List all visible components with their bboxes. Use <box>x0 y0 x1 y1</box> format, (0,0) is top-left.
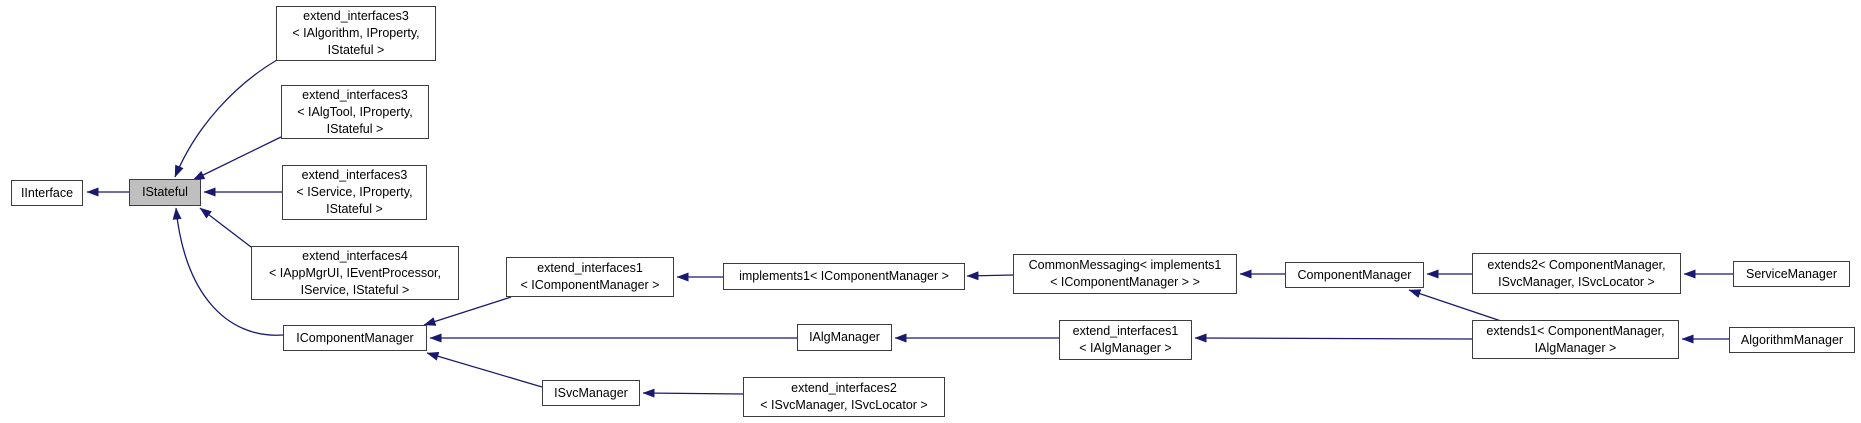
node-servicemanager[interactable]: ServiceManager <box>1733 261 1850 287</box>
node-label-line: < IService, IProperty, <box>296 185 413 199</box>
edge-ext3-algtool-to-istateful <box>192 136 282 181</box>
node-label-line: extend_interfaces1 <box>1072 324 1179 338</box>
node-label-line: extends1< ComponentManager, <box>1486 323 1665 338</box>
edge-icomponentmanager-to-istateful <box>172 207 284 336</box>
node-label-line: extend_interfaces4 <box>302 248 408 263</box>
node-label-line: ISvcManager <box>554 385 628 400</box>
node-label-line: AlgorithmManager <box>1740 332 1844 347</box>
node-label-line: extends2< ComponentManager, <box>1487 257 1666 272</box>
node-componentmanager[interactable]: ComponentManager <box>1285 262 1424 288</box>
node-extend-interfaces1-icomponentmanager[interactable]: extend_interfaces1 < IComponentManager > <box>506 257 674 297</box>
node-label-line: < IComponentManager > <box>520 278 660 292</box>
node-label-line: extend_interfaces1 <box>537 261 643 275</box>
node-ialgmanager[interactable]: IAlgManager <box>797 324 892 351</box>
edge-extends1-to-componentmanager <box>1408 289 1502 322</box>
node-extend-interfaces4-appmgrui[interactable]: extend_interfaces4 < IAppMgrUI, IEventPr… <box>251 246 459 300</box>
node-extend-interfaces2-isvcmanager[interactable]: extend_interfaces2 < ISvcManager, ISvcLo… <box>743 377 945 417</box>
node-commonmessaging[interactable]: CommonMessaging< implements1 < IComponen… <box>1013 254 1237 294</box>
node-label-line: ComponentManager <box>1297 267 1412 282</box>
node-extend-interfaces3-algorithm[interactable]: extend_interfaces3 < IAlgorithm, IProper… <box>276 6 436 61</box>
node-label-line: IStateful > <box>327 43 385 57</box>
node-label-line: extend_interfaces3 <box>301 168 408 182</box>
node-label-line: IAlgManager <box>809 330 880 344</box>
edge-ext1-icompmgr-to-icomponentmanager <box>423 296 512 326</box>
node-label-line: < IAlgorithm, IProperty, <box>292 26 420 40</box>
edge-commonmessaging-to-implements1 <box>966 271 1014 281</box>
node-extend-interfaces3-algtool[interactable]: extend_interfaces3 < IAlgTool, IProperty… <box>281 85 429 139</box>
edge-ext3-algorithm-to-istateful <box>174 59 278 178</box>
node-label-line: IAlgManager > <box>1534 340 1617 355</box>
node-extends2[interactable]: extends2< ComponentManager, ISvcManager,… <box>1472 253 1681 294</box>
node-label-line: ISvcManager, ISvcLocator > <box>1498 274 1655 289</box>
node-algorithmmanager[interactable]: AlgorithmManager <box>1729 327 1855 353</box>
node-label-line: IInterface <box>20 185 74 200</box>
node-label-line: IStateful > <box>326 202 383 216</box>
edge-ext2-isvcmgr-to-isvcmanager <box>642 388 744 398</box>
node-label-line: IStateful > <box>326 121 384 136</box>
node-label-line: ServiceManager <box>1745 266 1837 281</box>
node-label-line: IComponentManager <box>296 330 414 345</box>
node-label-line: extend_interfaces3 <box>302 87 408 102</box>
node-label-line: IService, IStateful > <box>300 282 410 297</box>
node-label-line: < ISvcManager, ISvcLocator > <box>760 398 928 412</box>
node-implements1[interactable]: implements1< IComponentManager > <box>723 263 965 290</box>
node-extends1[interactable]: extends1< ComponentManager, IAlgManager … <box>1472 320 1679 359</box>
node-icomponentmanager[interactable]: IComponentManager <box>283 325 427 351</box>
node-istateful[interactable]: IStateful <box>129 179 201 206</box>
node-label-line: extend_interfaces2 <box>791 381 897 395</box>
node-isvcmanager[interactable]: ISvcManager <box>542 380 640 406</box>
node-label-line: < IAlgManager > <box>1079 341 1172 355</box>
edge-ext4-appmgrui-to-istateful <box>199 207 252 248</box>
node-label-line: extend_interfaces3 <box>303 9 409 23</box>
node-label-line: CommonMessaging< implements1 <box>1028 258 1222 272</box>
node-extend-interfaces1-ialgmanager[interactable]: extend_interfaces1 < IAlgManager > <box>1059 320 1192 360</box>
node-label-line: < IAlgTool, IProperty, <box>297 104 413 119</box>
node-label-line: implements1< IComponentManager > <box>739 269 949 283</box>
node-iinterface[interactable]: IInterface <box>11 180 83 206</box>
node-extend-interfaces3-service[interactable]: extend_interfaces3 < IService, IProperty… <box>282 165 427 220</box>
edge-isvcmanager-to-icomponentmanager <box>426 351 543 388</box>
node-label-line: IStateful <box>142 185 188 199</box>
node-label-line: < IComponentManager > > <box>1050 275 1200 289</box>
edge-extends1-to-ext1-ialgmgr <box>1194 333 1473 343</box>
node-label-line: < IAppMgrUI, IEventProcessor, <box>269 265 441 280</box>
